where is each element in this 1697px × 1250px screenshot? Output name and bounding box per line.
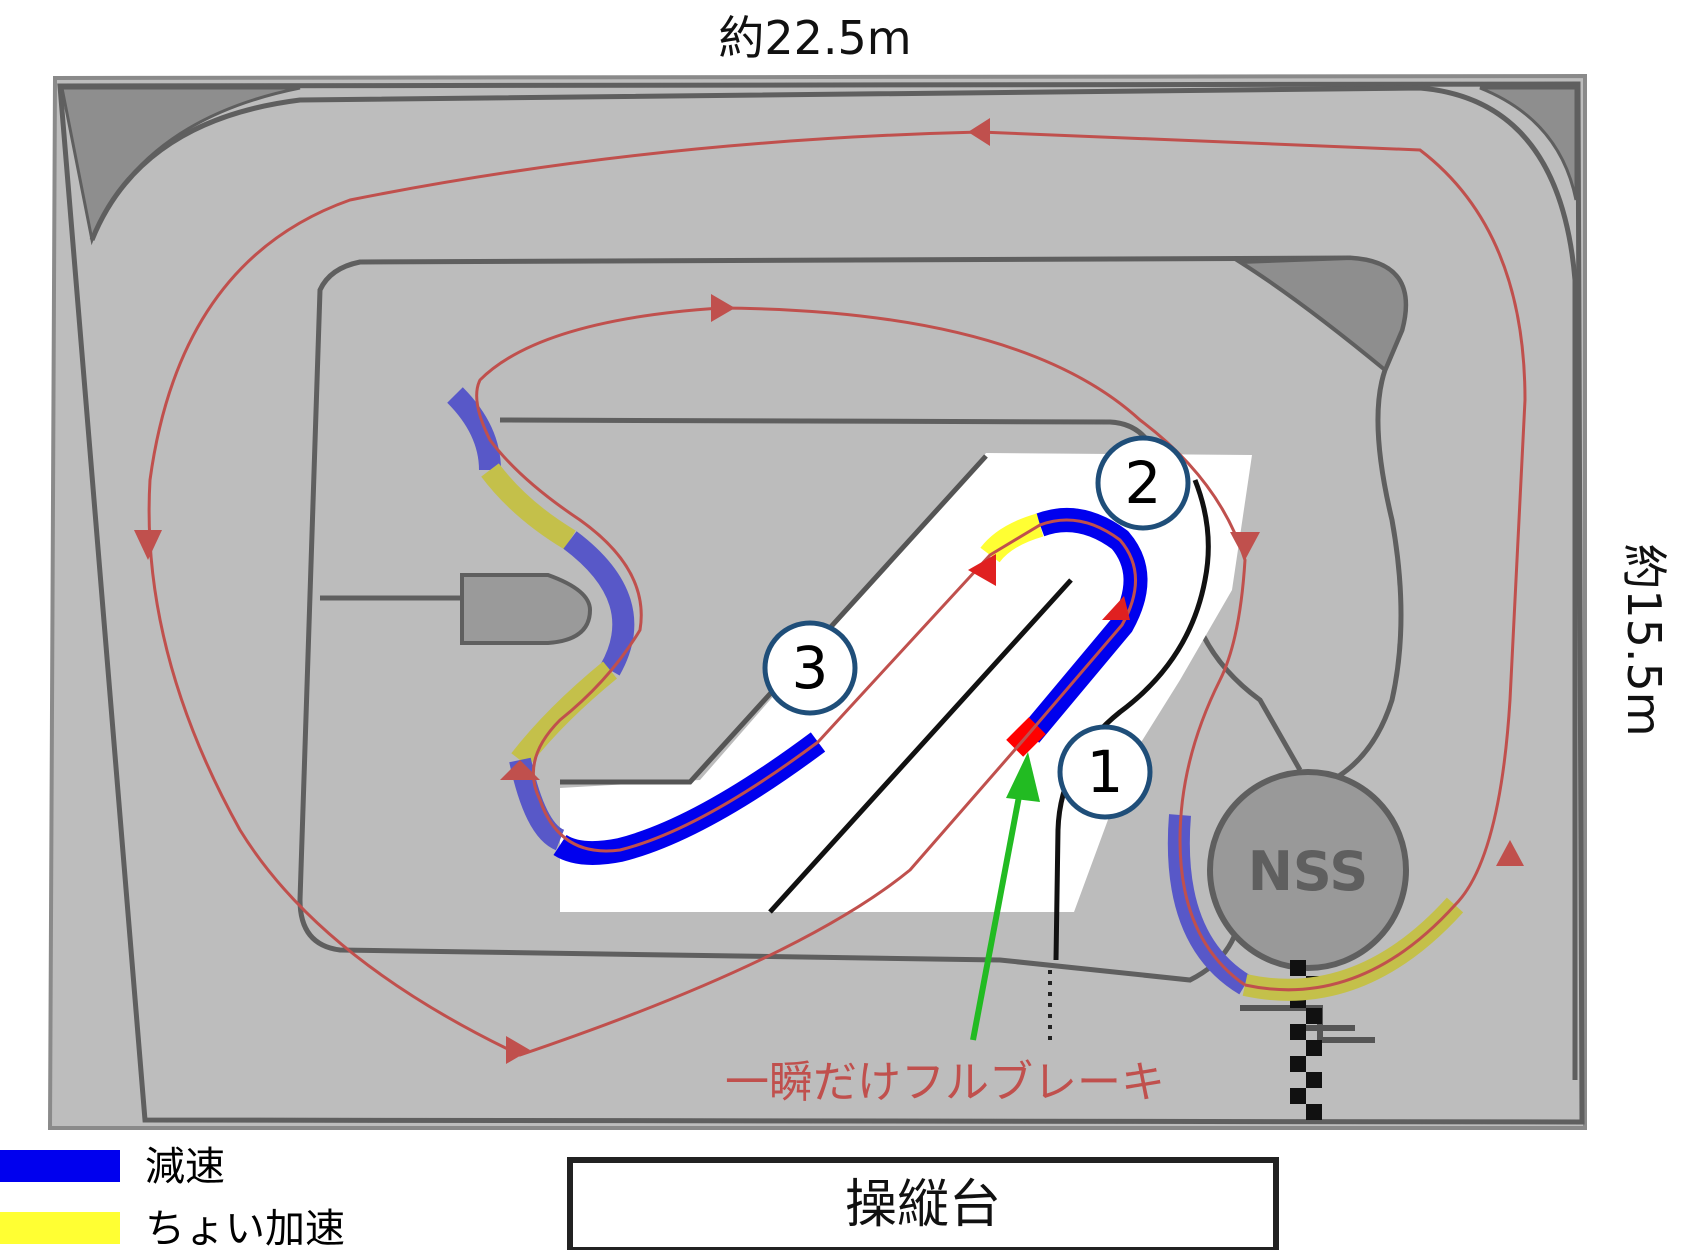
infield-edge-line [560,454,988,785]
decel-band-left-mid [563,531,635,676]
marker-2-label: 2 [1125,449,1162,517]
accel-band-left-2 [511,661,617,767]
brake-pointer-head [1006,752,1040,802]
nss-circle [1207,769,1409,971]
legend-swatch-decel [0,1150,120,1182]
decel-band-left-top [447,387,501,471]
marker-2: 2 [1095,435,1191,531]
racing-line [147,130,1527,1057]
arrow-inner-top [711,294,735,322]
legend-label-decel: 減速 [145,1144,225,1190]
legend-label-accel: ちょい加速 [145,1206,345,1250]
legend-swatch-accel [0,1212,120,1244]
outer-lane-boundary [89,85,1578,1080]
corner-filler-top-right [1479,86,1578,201]
arrow-right [1496,840,1524,866]
floor-inner-edge [57,81,1585,1125]
operator-console-box [567,1157,1279,1250]
marker-3: 3 [762,620,858,716]
arrow-left-bottom [500,760,540,780]
island-wedge [1233,255,1408,374]
direction-arrows [134,118,1524,1064]
marker-1: 1 [1057,724,1153,820]
pit-box [460,573,593,645]
width-dimension-label: 約22.5m [718,11,911,65]
height-dimension-label: 約15.5m [1617,543,1671,736]
arrow-left [134,530,162,560]
arrow-hairpin-entry [1230,532,1260,560]
arrow-hairpin-exit [968,554,996,586]
brake-note: 一瞬だけフルブレーキ [725,1057,1165,1108]
brake-pointer-arrow [970,769,1027,1041]
accel-band-left-1 [481,463,576,550]
legend: 減速 ちょい加速 [0,1144,345,1250]
marker-3-label: 3 [792,634,829,702]
operator-console-label: 操縦台 [845,1175,1001,1235]
arrow-top [968,118,990,146]
nss-label: NSS [1248,840,1369,903]
hairpin-arrows [968,554,1130,620]
arrow-bottom [506,1036,530,1064]
arrow-hairpin-up [1102,596,1130,620]
inner-black-edge [768,578,1073,914]
marker-1-label: 1 [1087,738,1124,806]
